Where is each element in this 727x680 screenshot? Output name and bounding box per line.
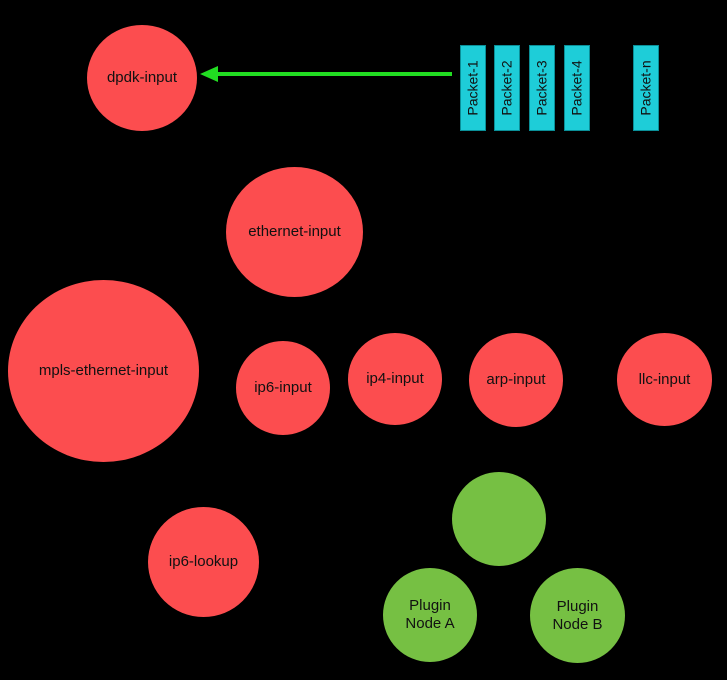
packet-4-label: Packet-4 [569,60,585,116]
node-plugin-a[interactable]: Plugin Node A [383,568,477,662]
packet-1-label: Packet-1 [465,60,481,116]
node-llc-input[interactable]: llc-input [617,333,712,426]
node-ethernet-input-label: ethernet-input [248,223,341,240]
node-arp-input-label: arp-input [486,371,546,388]
packet-n: Packet-n [633,45,659,131]
node-plugin-b-label: Plugin Node B [552,597,603,633]
packet-1: Packet-1 [460,45,486,131]
packet-3: Packet-3 [529,45,555,131]
node-dpdk-input[interactable]: dpdk-input [87,25,197,131]
packet-n-label: Packet-n [638,60,654,116]
packet-3-label: Packet-3 [534,60,550,116]
node-ip6-input-label: ip6-input [254,379,312,396]
node-plugin-a-label: Plugin Node A [405,597,455,632]
node-ip4-input[interactable]: ip4-input [348,333,442,425]
node-plugin-unlabeled[interactable] [452,472,546,566]
node-mpls-ethernet-input-label: mpls-ethernet-input [38,362,169,379]
packet-2: Packet-2 [494,45,520,131]
node-ip6-input[interactable]: ip6-input [236,341,330,435]
node-dpdk-input-label: dpdk-input [106,69,178,86]
packet-2-label: Packet-2 [499,60,515,116]
packet-4: Packet-4 [564,45,590,131]
node-arp-input[interactable]: arp-input [469,333,563,427]
arrow-head [200,66,218,82]
node-mpls-ethernet-input[interactable]: mpls-ethernet-input [8,280,199,462]
node-llc-input-label: llc-input [638,370,691,388]
node-ip4-input-label: ip4-input [366,370,424,387]
node-ip6-lookup-label: ip6-lookup [168,553,239,570]
node-plugin-b[interactable]: Plugin Node B [530,568,625,663]
node-ip6-lookup[interactable]: ip6-lookup [148,507,259,617]
node-ethernet-input[interactable]: ethernet-input [226,167,363,297]
